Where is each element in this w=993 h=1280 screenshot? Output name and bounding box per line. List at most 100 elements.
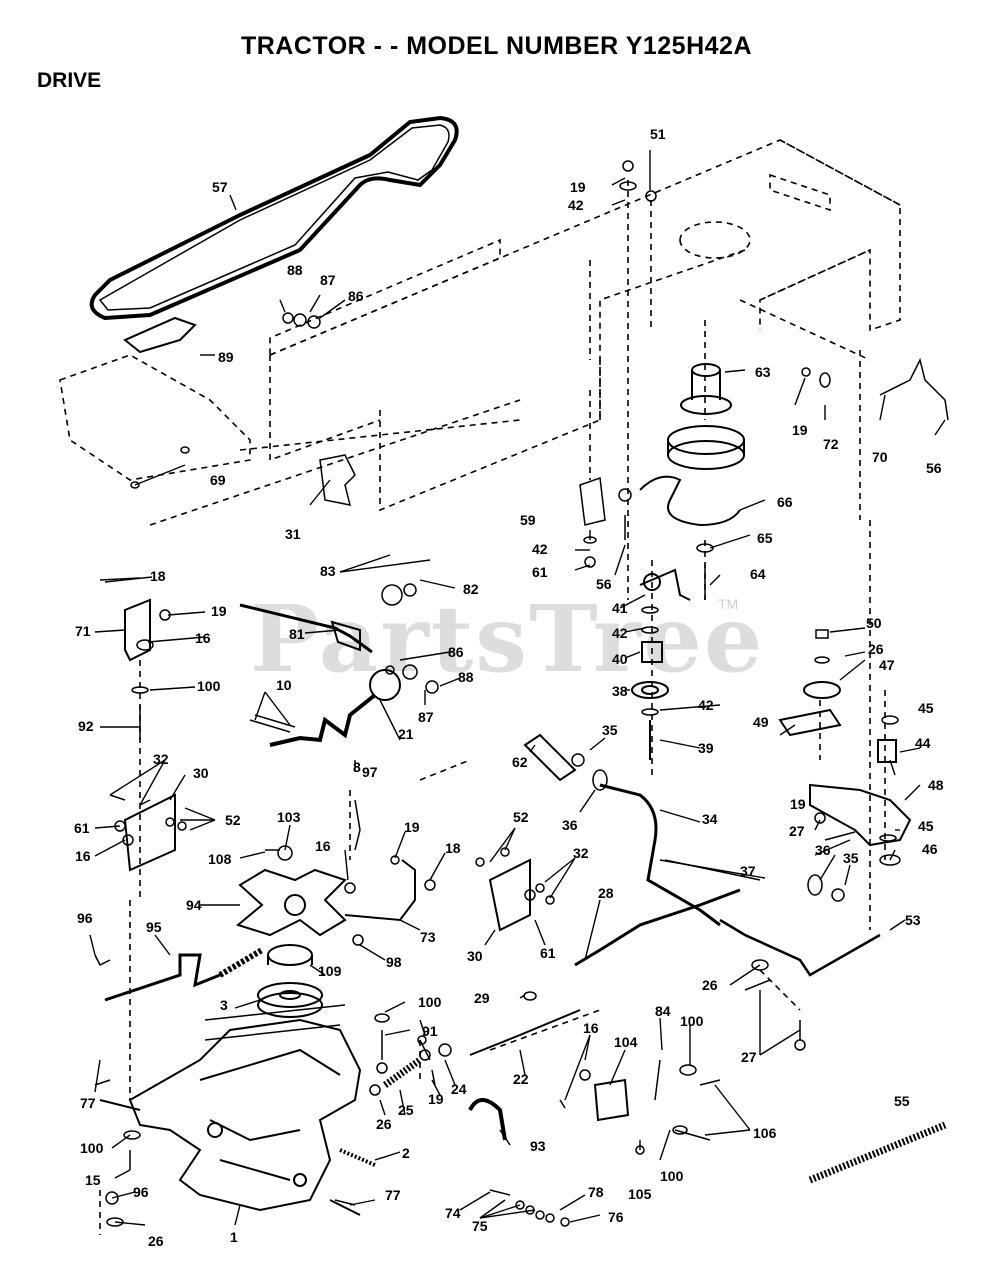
callout-32-mid: 32 xyxy=(573,845,589,861)
callout-1: 1 xyxy=(230,1229,238,1245)
callout-26-lower: 26 xyxy=(376,1116,392,1132)
callout-36-mid: 36 xyxy=(562,817,578,833)
callout-69: 69 xyxy=(210,472,226,488)
callout-100-bottom: 100 xyxy=(660,1168,684,1184)
callout-59: 59 xyxy=(520,512,536,528)
callout-39: 39 xyxy=(698,740,714,756)
callout-28: 28 xyxy=(598,885,614,901)
callout-19-top: 19 xyxy=(570,179,586,195)
callout-32-left: 32 xyxy=(153,751,169,767)
callout-21: 21 xyxy=(398,726,414,742)
spacer-44 xyxy=(877,739,897,763)
callout-77-left: 77 xyxy=(80,1095,96,1111)
callout-61-top: 61 xyxy=(532,564,548,580)
callout-42-mid: 42 xyxy=(532,541,548,557)
callout-72: 72 xyxy=(823,436,839,452)
callout-74: 74 xyxy=(445,1205,461,1221)
callout-100-left: 100 xyxy=(197,678,221,694)
callout-77-bottom: 77 xyxy=(385,1187,401,1203)
callout-26-mid: 26 xyxy=(702,977,718,993)
callout-91: 91 xyxy=(422,1023,438,1039)
callout-16-left-lower: 16 xyxy=(75,848,91,864)
callout-86-mid: 86 xyxy=(448,644,464,660)
drive-belt-57 xyxy=(89,115,459,321)
callout-63: 63 xyxy=(755,364,771,380)
callout-84: 84 xyxy=(655,1003,671,1019)
callout-87-mid: 87 xyxy=(418,709,434,725)
callout-50: 50 xyxy=(866,615,882,631)
callout-48: 48 xyxy=(928,777,944,793)
callout-47: 47 xyxy=(879,657,895,673)
clutch-rod-95 xyxy=(104,953,221,1002)
bracket-30-right xyxy=(488,858,531,932)
idler-pulley-38 xyxy=(631,641,669,760)
callout-73: 73 xyxy=(420,929,436,945)
callout-19-right: 19 xyxy=(792,422,808,438)
callout-16-mid: 16 xyxy=(315,838,331,854)
callout-103: 103 xyxy=(277,809,301,825)
callout-57: 57 xyxy=(212,179,228,195)
callout-108: 108 xyxy=(208,851,232,867)
callout-3: 3 xyxy=(220,997,228,1013)
hardware-details xyxy=(94,160,949,1227)
shift-lever-8 xyxy=(269,693,377,747)
pedal-grip-62 xyxy=(523,733,577,782)
callout-15: 15 xyxy=(85,1172,101,1188)
callout-56-right: 56 xyxy=(926,460,942,476)
callout-29: 29 xyxy=(474,990,490,1006)
callout-62: 62 xyxy=(512,754,528,770)
callout-92: 92 xyxy=(78,718,94,734)
callout-71: 71 xyxy=(75,623,91,639)
callout-19-left: 19 xyxy=(211,603,227,619)
callout-105: 105 xyxy=(628,1186,652,1202)
callout-52-left: 52 xyxy=(225,812,241,828)
callout-25: 25 xyxy=(398,1102,414,1118)
callout-30-mid: 30 xyxy=(467,948,483,964)
callout-19-right-lower: 19 xyxy=(790,796,806,812)
callout-55: 55 xyxy=(894,1093,910,1109)
callout-35-right: 35 xyxy=(843,850,859,866)
callout-26-right: 26 xyxy=(868,641,884,657)
bypass-rod-93 xyxy=(468,1098,507,1141)
callout-56-mid: 56 xyxy=(596,576,612,592)
pulley-109 xyxy=(267,944,313,966)
callout-51: 51 xyxy=(650,126,666,142)
callout-45-bottom: 45 xyxy=(918,818,934,834)
bracket-49 xyxy=(778,708,842,737)
callout-38: 38 xyxy=(612,683,628,699)
idler-pulley-47 xyxy=(803,681,841,699)
callout-31: 31 xyxy=(285,526,301,542)
callout-8: 8 xyxy=(353,759,361,775)
callout-109: 109 xyxy=(318,963,342,979)
callout-66: 66 xyxy=(777,494,793,510)
bracket-73 xyxy=(344,859,416,922)
belt-keeper-66 xyxy=(639,475,741,527)
brake-rod-34 xyxy=(599,783,721,927)
callout-27-lower: 27 xyxy=(741,1049,757,1065)
callout-27-upper: 27 xyxy=(789,823,805,839)
callout-78: 78 xyxy=(588,1184,604,1200)
callout-34: 34 xyxy=(702,811,718,827)
callout-88: 88 xyxy=(287,262,303,278)
idler-arm-48 xyxy=(809,783,912,847)
callout-95: 95 xyxy=(146,919,162,935)
callout-61-mid: 61 xyxy=(540,945,556,961)
spring-55 xyxy=(808,1121,947,1184)
leader-lines xyxy=(89,150,946,1226)
callout-70: 70 xyxy=(872,449,888,465)
callout-82: 82 xyxy=(463,581,479,597)
callout-19-lower: 19 xyxy=(428,1091,444,1107)
callout-18-mid: 18 xyxy=(445,840,461,856)
callout-52-mid: 52 xyxy=(513,809,529,825)
callout-104: 104 xyxy=(614,1034,638,1050)
callout-97: 97 xyxy=(362,764,378,780)
callout-81: 81 xyxy=(289,626,305,642)
frame-outline xyxy=(59,139,901,1235)
callout-30-left: 30 xyxy=(193,765,209,781)
callout-76: 76 xyxy=(608,1209,624,1225)
callout-16-lower: 16 xyxy=(583,1020,599,1036)
callout-46: 46 xyxy=(922,841,938,857)
callout-42-top: 42 xyxy=(568,197,584,213)
callout-40: 40 xyxy=(612,651,628,667)
